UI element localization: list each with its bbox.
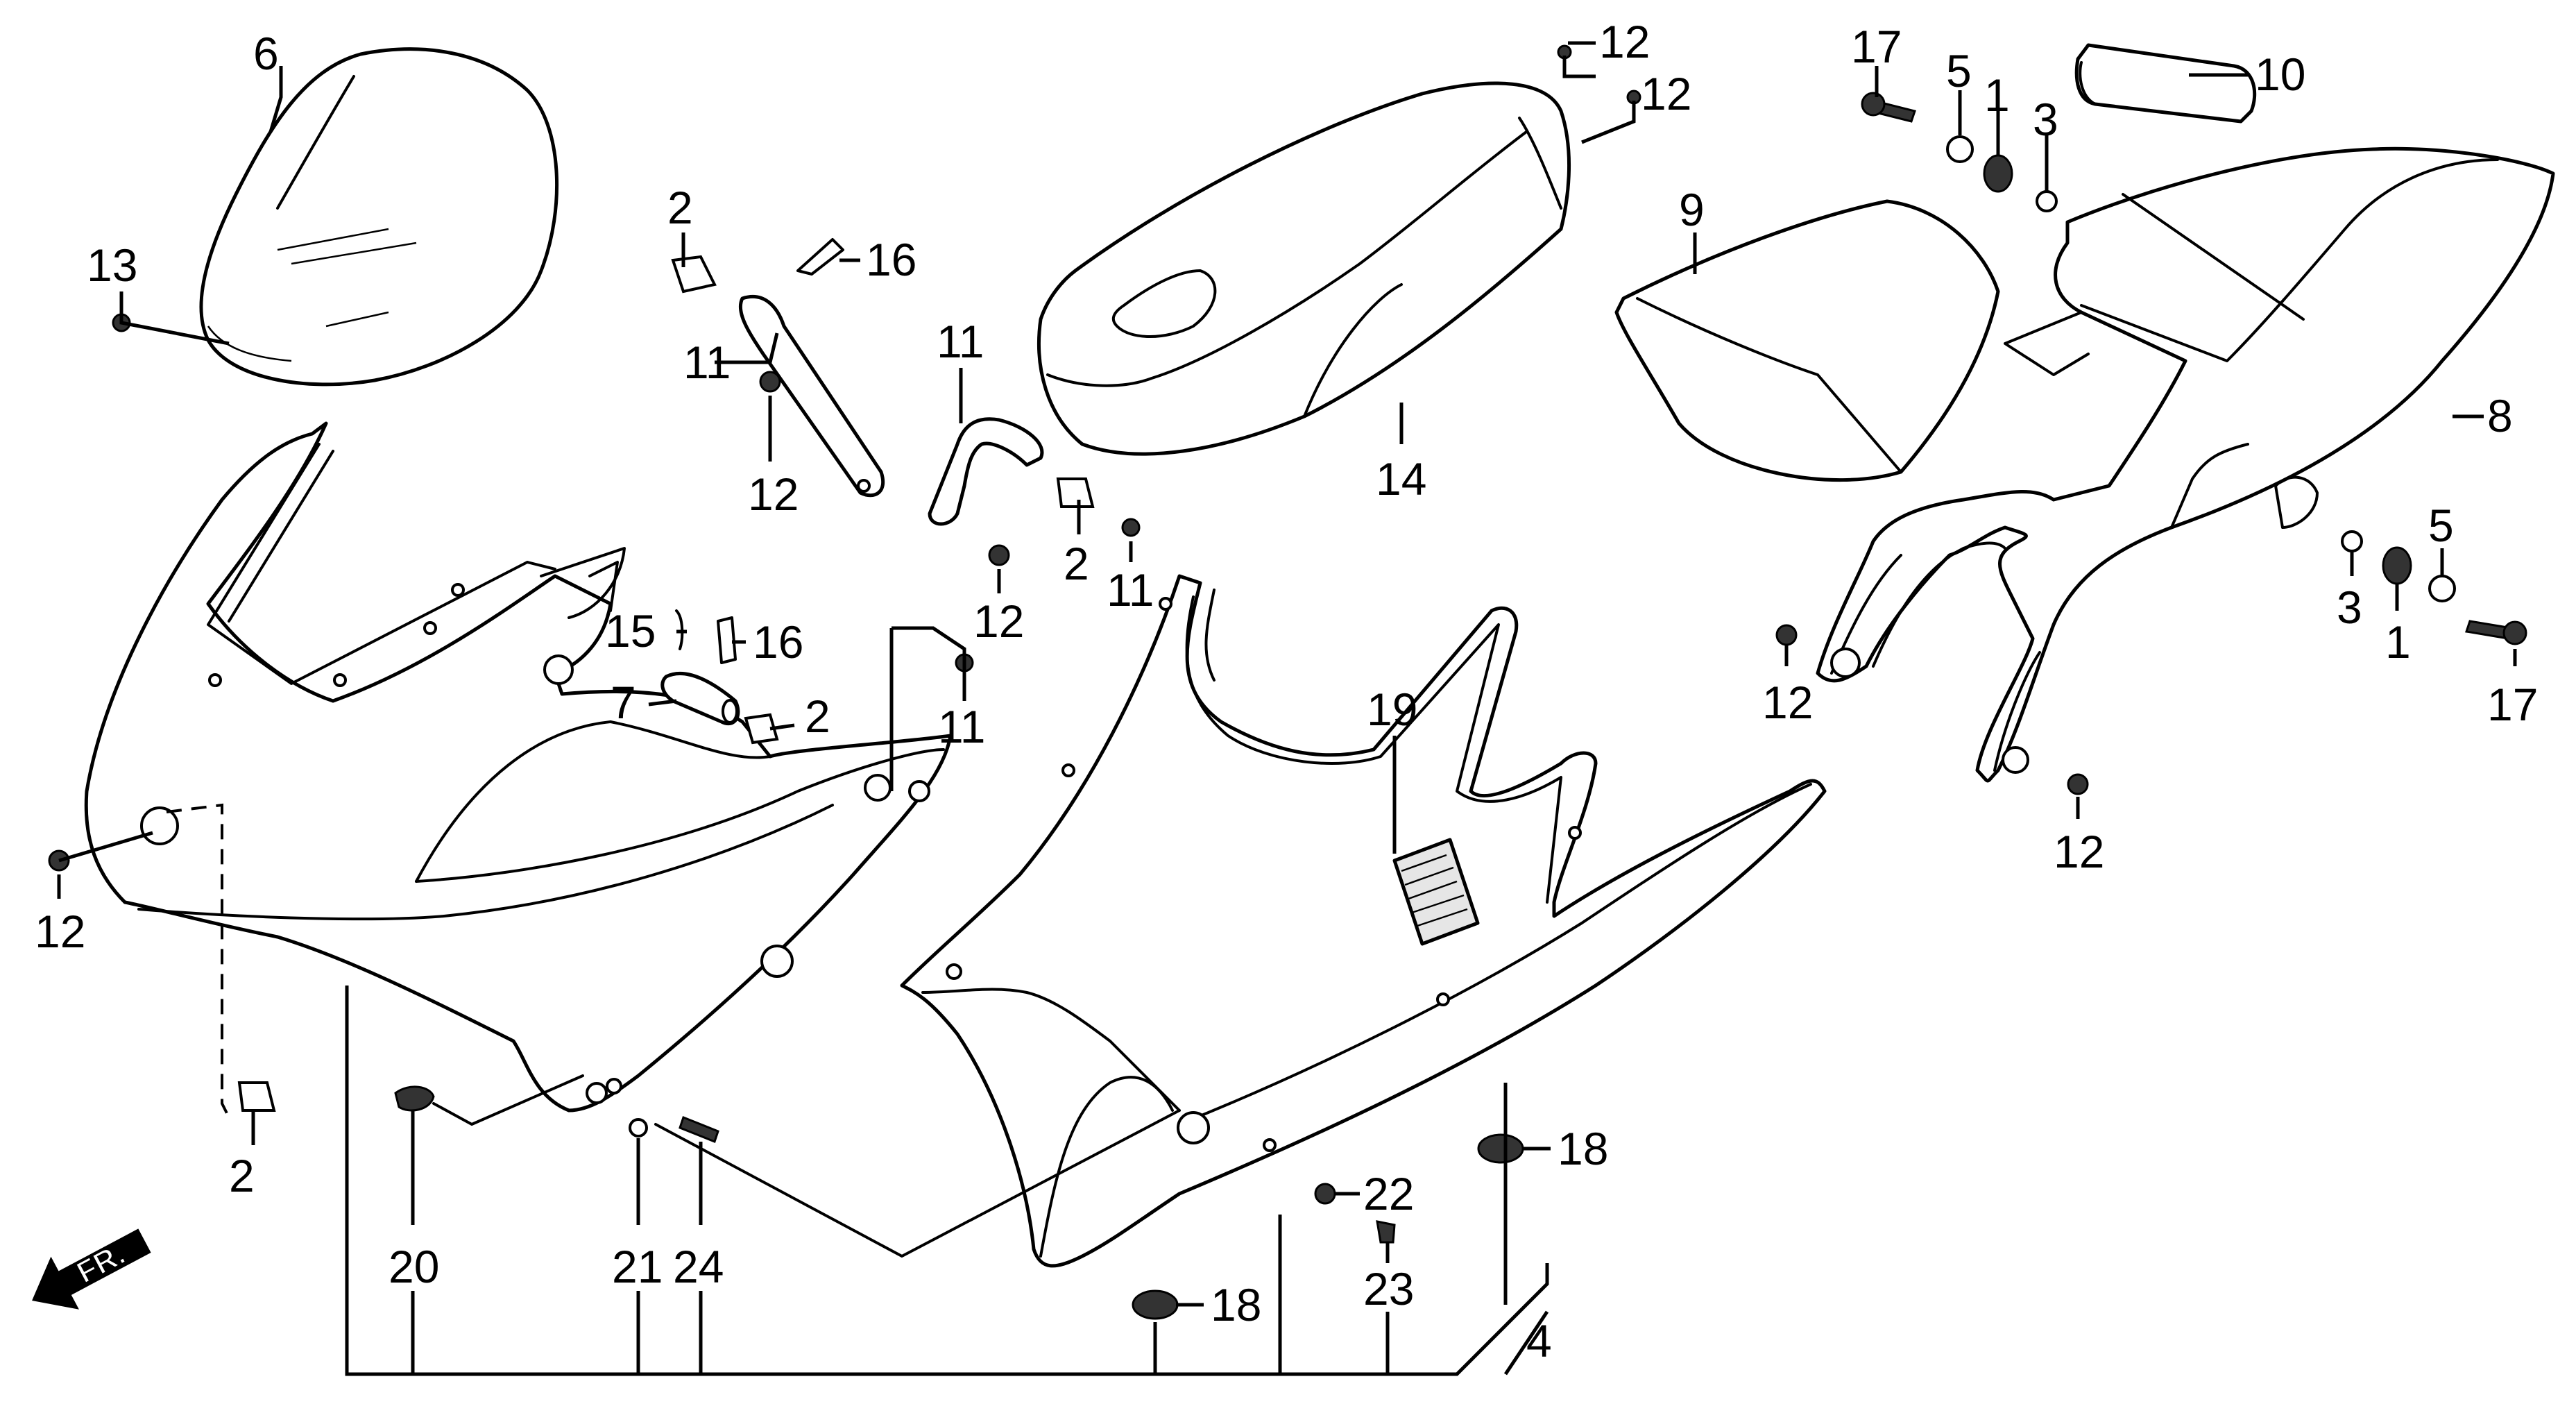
callout-6: 6 — [253, 28, 279, 79]
callout-14: 14 — [1376, 453, 1426, 505]
collar-part-7 — [660, 672, 740, 726]
callout-11: 11 — [938, 701, 986, 752]
lower-cowl — [900, 574, 1827, 1268]
upper-cowl — [84, 421, 953, 1118]
callout-19: 19 — [1367, 684, 1417, 735]
rear-seat-cowl-part-8 — [1816, 146, 2555, 783]
callout-16: 16 — [866, 234, 916, 285]
callout-11: 11 — [1107, 564, 1154, 616]
callout-15: 15 — [605, 605, 656, 657]
front-direction-arrow-icon: FR. — [32, 1228, 151, 1310]
stay-part-11-right — [928, 417, 1044, 526]
fuel-tank-cover-part-14 — [1037, 81, 1571, 456]
callout-3: 3 — [2033, 94, 2058, 145]
callout-24: 24 — [673, 1241, 724, 1292]
callout-17: 17 — [2487, 679, 2538, 730]
windscreen-part-6 — [199, 47, 559, 387]
callout-10: 10 — [2255, 49, 2305, 100]
callout-7: 7 — [611, 677, 636, 728]
callout-20: 20 — [389, 1241, 439, 1292]
callout-2: 2 — [667, 182, 693, 233]
callout-13: 13 — [87, 239, 137, 291]
callout-4: 4 — [1526, 1315, 1552, 1367]
seat-pad-part-9 — [1614, 199, 2000, 482]
callout-18: 18 — [1558, 1123, 1608, 1174]
callout-12: 12 — [973, 595, 1024, 647]
callout-11: 11 — [937, 316, 984, 367]
callout-22: 22 — [1363, 1168, 1414, 1219]
foam-part-19 — [1392, 838, 1480, 946]
callout-12: 12 — [1762, 677, 1813, 728]
callout-2: 2 — [1064, 538, 1089, 589]
callout-21: 21 — [612, 1241, 663, 1292]
callout-12: 12 — [1641, 68, 1691, 119]
callout-18: 18 — [1211, 1279, 1261, 1330]
callout-1: 1 — [2385, 616, 2411, 668]
callout-5: 5 — [1946, 45, 1972, 96]
callout-11: 11 — [683, 337, 731, 388]
callout-9: 9 — [1679, 184, 1705, 235]
callout-2: 2 — [805, 691, 830, 742]
callout-5: 5 — [2428, 500, 2454, 551]
callout-1: 1 — [1984, 69, 2010, 121]
callout-labels: 6 13 2 16 11 12 11 2 11 12 15 16 7 2 11 … — [35, 16, 2538, 1367]
stay-part-11-left — [738, 294, 885, 498]
leader-lines — [57, 41, 2517, 1376]
callout-8: 8 — [2487, 390, 2513, 441]
callout-17: 17 — [1851, 21, 1902, 72]
callout-3: 3 — [2337, 582, 2362, 633]
callout-23: 23 — [1363, 1263, 1414, 1314]
callout-12: 12 — [2054, 826, 2104, 877]
callout-12: 12 — [35, 906, 85, 957]
hardware — [48, 44, 2527, 1320]
callout-12: 12 — [1599, 16, 1650, 67]
callout-16: 16 — [753, 616, 803, 668]
callout-12: 12 — [748, 468, 799, 520]
callout-2: 2 — [229, 1150, 255, 1201]
pad-part-10 — [2074, 43, 2257, 124]
